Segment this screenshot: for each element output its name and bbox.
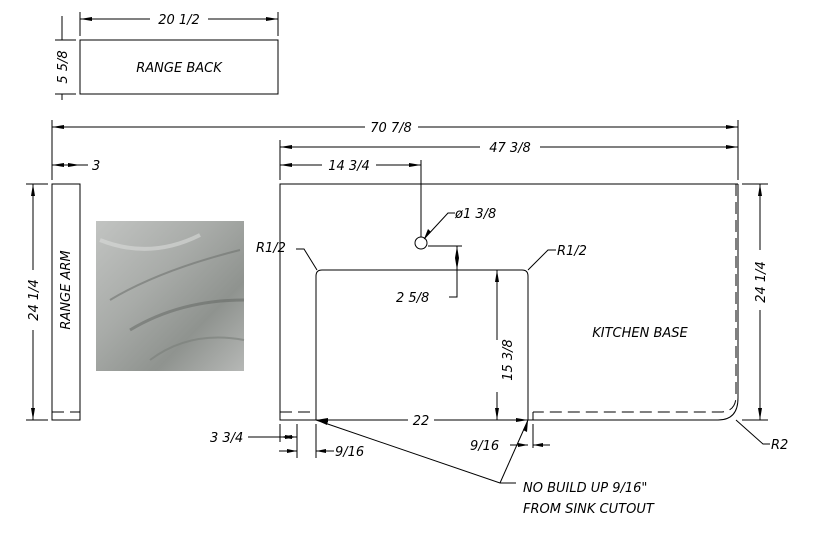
range-back: RANGE BACK 20 1/2 5 5/8 [55,12,279,100]
hole-to-sink-dim: 2 5/8 [396,291,429,306]
sink-depth-dim: 15 3/8 [501,339,516,381]
overall-width-dim: 70 7/8 [370,121,412,136]
sink-width-dim: 22 [413,414,430,429]
radius-right-label: R1/2 [557,244,587,259]
buildup-right-dim: 9/16 [470,439,499,454]
buildup-left-dim: 9/16 [335,445,364,460]
kitchen-base-label: KITCHEN BASE [592,326,688,341]
corner-radius-label: R2 [771,438,788,453]
marble-swatch [96,221,245,371]
range-arm: RANGE ARM 3 24 1/4 [26,159,100,421]
note-line-1: NO BUILD UP 9/16" [523,481,647,496]
radius-left-label: R1/2 [256,241,286,256]
note-line-2: FROM SINK CUTOUT [523,502,655,517]
base-width-dim: 47 3/8 [489,141,531,156]
faucet-hole-dim: ø1 3/8 [454,207,496,222]
range-arm-height-dim: 24 1/4 [27,279,42,321]
range-back-width-dim: 20 1/2 [158,13,200,28]
note: NO BUILD UP 9/16" FROM SINK CUTOUT [315,419,655,517]
base-height-dim: 24 1/4 [754,261,769,303]
range-back-label: RANGE BACK [136,61,223,76]
kitchen-base: KITCHEN BASE ø1 3/8 2 5/8 15 3/8 22 24 1… [210,183,788,460]
range-arm-width-dim: 3 [92,159,100,174]
range-back-height-dim: 5 5/8 [56,50,71,83]
left-offset-dim: 3 3/4 [210,431,243,446]
faucet-offset-dim: 14 3/4 [328,159,370,174]
range-arm-label: RANGE ARM [59,250,74,329]
overall-dimensions: 70 7/8 47 3/8 14 3/4 [51,120,739,237]
